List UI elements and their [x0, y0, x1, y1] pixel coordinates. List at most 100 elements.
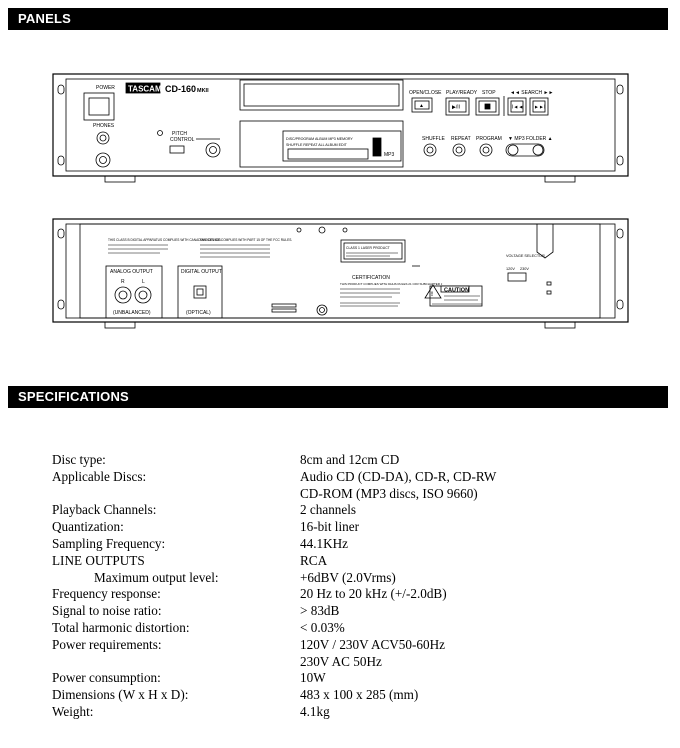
- stop-button[interactable]: [475, 97, 500, 116]
- spec-label: Playback Channels:: [52, 502, 157, 518]
- tascam-logo: [125, 82, 161, 94]
- panels-title: PANELS: [18, 11, 71, 26]
- spec-label: Signal to noise ratio:: [52, 603, 162, 619]
- spec-value: Audio CD (CD-DA), CD-R, CD-RW: [300, 468, 497, 484]
- spec-value: 16-bit liner: [300, 519, 359, 535]
- spec-value: CD-ROM (MP3 discs, ISO 9660): [300, 485, 478, 501]
- shuffle-label: SHUFFLE: [422, 136, 445, 142]
- spec-label: Total harmonic distortion:: [52, 619, 190, 635]
- shuffle-button[interactable]: [423, 143, 437, 157]
- front-panel: POWER PHONES TASCAM CD-160 MKII PITCH CO…: [52, 73, 629, 183]
- optical-label: (OPTICAL): [186, 310, 211, 316]
- search-label: ◄◄ SEARCH ►►: [510, 90, 553, 96]
- spec-value: 8cm and 12cm CD: [300, 452, 400, 467]
- spec-value: > 83dB: [300, 603, 340, 619]
- analog-output-label: ANALOG OUTPUT: [110, 269, 153, 275]
- svg-text:▲: ▲: [419, 103, 424, 109]
- svg-text:R: R: [121, 279, 125, 285]
- svg-text:CONTROL: CONTROL: [170, 137, 195, 143]
- spec-value: < 0.03%: [300, 619, 345, 635]
- open-close-label: OPEN/CLOSE: [409, 90, 442, 96]
- digital-output-panel: [177, 265, 223, 319]
- play-button[interactable]: [445, 97, 470, 116]
- svg-text:TASCAM: TASCAM: [128, 85, 162, 94]
- play-ready-label: PLAY/READY: [446, 90, 478, 96]
- search-forward-button[interactable]: [529, 97, 549, 116]
- search-back-button[interactable]: [507, 97, 527, 116]
- spec-value: 230V AC 50Hz: [300, 653, 382, 669]
- spec-label: Quantization:: [52, 519, 124, 535]
- svg-text:▶/II: ▶/II: [452, 105, 460, 111]
- program-label: PROGRAM: [476, 136, 502, 142]
- pitch-label: PITCH: [172, 131, 187, 137]
- svg-text:120V: 120V: [506, 267, 515, 271]
- repeat-button[interactable]: [452, 143, 466, 157]
- folder-up-button[interactable]: [532, 144, 544, 156]
- phones-label: PHONES: [93, 123, 115, 129]
- laser-label: [340, 239, 406, 263]
- spec-value: 120V / 230V ACV50-60Hz: [300, 636, 445, 652]
- specifications-header: SPECIFICATIONS: [8, 386, 668, 408]
- panels-header: PANELS: [8, 8, 668, 30]
- canada-notice: THIS CLASS B DIGITAL APPARATUS COMPLIES …: [108, 238, 222, 242]
- spec-value: 483 x 100 x 285 (mm): [300, 687, 419, 703]
- svg-text:CAUTION: CAUTION: [444, 288, 469, 294]
- mp3-folder-label: ▼ MP3 FOLDER ▲: [508, 136, 553, 142]
- disc-tray[interactable]: [239, 79, 404, 111]
- svg-text:CLASS 1 LASER PRODUCT: CLASS 1 LASER PRODUCT: [346, 246, 390, 250]
- svg-text:I◄◄: I◄◄: [512, 105, 523, 111]
- pitch-knob[interactable]: [205, 142, 221, 158]
- warning-icon: [424, 284, 442, 299]
- spec-label: Applicable Discs:: [52, 468, 147, 484]
- rca-r-jack: [114, 286, 132, 304]
- power-button[interactable]: [83, 92, 115, 121]
- spec-value: 2 channels: [300, 502, 357, 518]
- pitch-button[interactable]: [169, 145, 185, 154]
- spec-label: Sampling Frequency:: [52, 535, 166, 551]
- digital-output-label: DIGITAL OUTPUT: [181, 269, 222, 275]
- svg-text:MKII: MKII: [197, 88, 209, 94]
- svg-text:►►I: ►►I: [534, 105, 545, 111]
- spec-label: Maximum output level:: [94, 569, 219, 585]
- spec-value: 44.1KHz: [300, 535, 348, 551]
- voltage-selector-label: VOLTAGE SELECTOR: [506, 254, 545, 258]
- panels-illustration: POWER PHONES TASCAM CD-160 MKII PITCH CO…: [52, 73, 629, 329]
- display-indicators-2: SHUFFLE REPEAT ALL ALBUM EDIT: [286, 143, 348, 147]
- analog-output-panel: [105, 265, 163, 319]
- spec-label: LINE OUTPUTS: [52, 552, 145, 568]
- spec-label: Disc type:: [52, 452, 106, 467]
- program-button[interactable]: [479, 143, 493, 157]
- spec-label: Power consumption:: [52, 670, 161, 686]
- phones-jack: [95, 152, 111, 168]
- spec-label: Frequency response:: [52, 586, 161, 602]
- stop-label: STOP: [482, 90, 496, 96]
- voltage-switch[interactable]: [507, 272, 527, 282]
- unbalanced-label: (UNBALANCED): [113, 310, 151, 316]
- svg-text:L: L: [142, 279, 145, 285]
- spec-value: 4.1kg: [300, 703, 330, 719]
- spec-value: 10W: [300, 670, 326, 686]
- repeat-label: REPEAT: [451, 136, 471, 142]
- spec-label: Dimensions (W x H x D):: [52, 687, 189, 703]
- spec-value: +6dBV (2.0Vrms): [300, 569, 396, 585]
- svg-text:!: !: [431, 292, 433, 298]
- display: [239, 120, 404, 168]
- open-close-button[interactable]: [411, 97, 433, 113]
- spec-label: Power requirements:: [52, 636, 162, 652]
- power-label: POWER: [96, 85, 115, 91]
- phones-knob[interactable]: [96, 131, 110, 145]
- fcc-notice: THIS DEVICE COMPLIES WITH PART 15 OF THE…: [200, 238, 292, 242]
- certification-title: CERTIFICATION: [352, 275, 390, 281]
- spec-label: Weight:: [52, 703, 94, 719]
- spec-value: 20 Hz to 20 kHz (+/-2.0dB): [300, 586, 447, 602]
- svg-text:230V: 230V: [520, 267, 529, 271]
- specifications-title: SPECIFICATIONS: [18, 389, 129, 404]
- display-mp3: MP3: [384, 152, 395, 158]
- optical-jack: [193, 285, 207, 299]
- model-name: CD-160: [165, 84, 196, 94]
- display-indicators-1: DISC/PROGRAM ALBUM MP3 MEMORY: [286, 137, 353, 141]
- folder-down-button[interactable]: [507, 144, 519, 156]
- certification-text: THIS PRODUCT COMPLIES WITH DHHS RULES 21…: [340, 282, 443, 286]
- rca-l-jack: [134, 286, 152, 304]
- spec-value: RCA: [300, 552, 328, 568]
